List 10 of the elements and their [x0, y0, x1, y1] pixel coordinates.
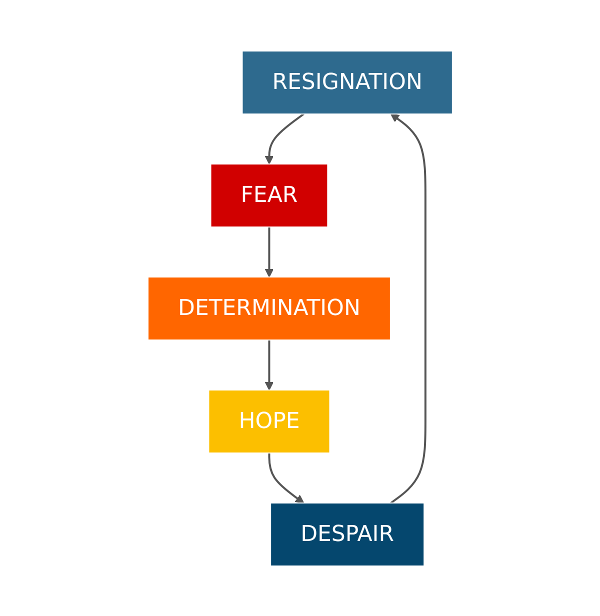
- arrow: [264, 112, 304, 164]
- node-box: DETERMINATION: [147, 276, 391, 340]
- arrow: [264, 340, 274, 390]
- node-box: FEAR: [210, 163, 328, 227]
- node-box: DESPAIR: [270, 502, 424, 566]
- node-box: RESIGNATION: [242, 50, 453, 114]
- arrow: [268, 452, 304, 503]
- node-box: HOPE: [208, 389, 330, 453]
- arrow: [390, 113, 426, 504]
- arrow: [264, 226, 274, 277]
